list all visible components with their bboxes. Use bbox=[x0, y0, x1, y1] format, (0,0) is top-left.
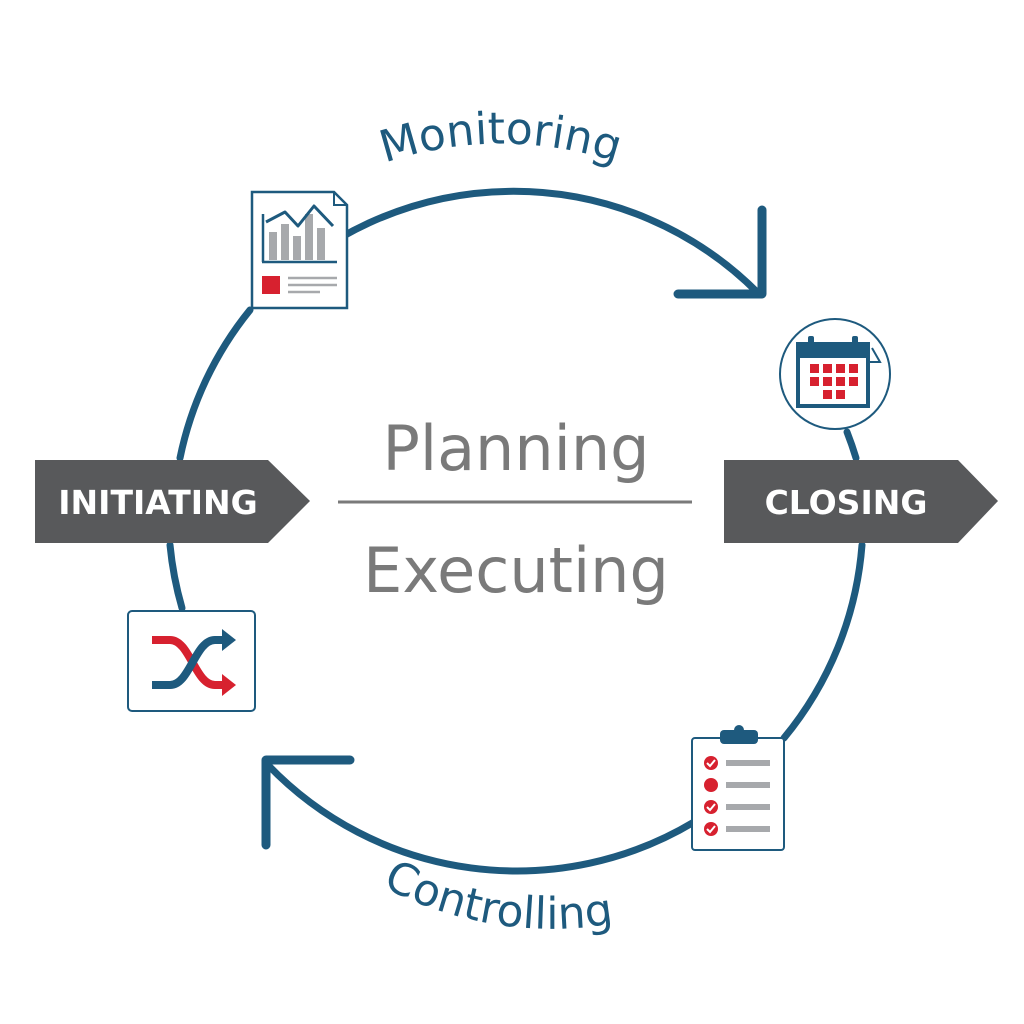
label-executing: Executing bbox=[363, 534, 669, 607]
cycle-arc-right-lower bbox=[780, 541, 866, 742]
label-monitoring: Monitoring bbox=[374, 103, 628, 173]
arrow-head-bottom-left bbox=[261, 755, 355, 850]
cycle-arrows bbox=[261, 205, 767, 850]
report-chart-icon bbox=[250, 190, 349, 310]
initiating-banner-shape bbox=[35, 460, 310, 543]
cycle-arc-left-lower bbox=[166, 541, 186, 612]
cycle-arc-bottom bbox=[264, 761, 698, 875]
initiating-banner-label: INITIATING bbox=[58, 483, 257, 522]
shuffle-arrows-icon bbox=[127, 610, 256, 712]
calendar-refresh-icon bbox=[779, 318, 891, 430]
label-planning: Planning bbox=[382, 412, 649, 485]
cycle-arc-left-upper bbox=[176, 306, 254, 462]
closing-banner-shape bbox=[724, 460, 998, 543]
closing-banner-label: CLOSING bbox=[765, 483, 928, 522]
closing-banner: CLOSING bbox=[724, 460, 998, 543]
initiating-banner: INITIATING bbox=[35, 460, 310, 543]
clipboard-checklist-icon bbox=[691, 725, 785, 851]
arrow-head-top-right bbox=[673, 205, 767, 299]
cycle-arc-right-upper bbox=[843, 428, 860, 462]
